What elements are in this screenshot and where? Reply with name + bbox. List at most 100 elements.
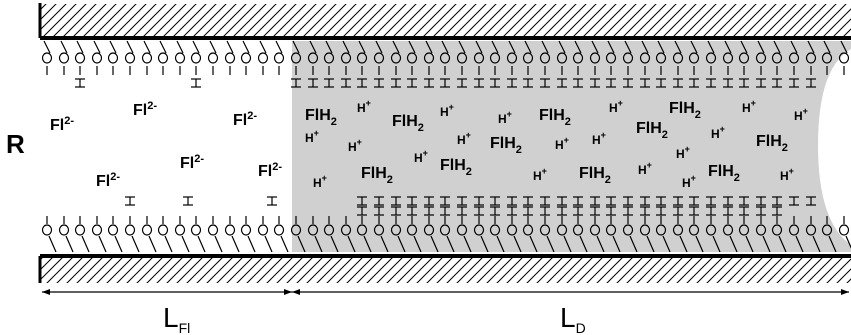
flh2-label: FlH2 — [636, 120, 668, 141]
bottom-proton-site — [656, 196, 666, 206]
bottom-proton-site — [407, 196, 417, 206]
hplus-label: H+ — [780, 166, 794, 183]
bottom-proton-site — [623, 196, 633, 206]
hplus-label: H+ — [313, 173, 327, 190]
top-proton-site — [723, 78, 733, 88]
bottom-proton-site — [673, 206, 683, 216]
hplus-label: H+ — [457, 130, 471, 147]
bottom-proton-site — [606, 206, 616, 216]
bottom-proton-site — [474, 206, 484, 216]
hplus-label: H+ — [414, 148, 428, 165]
bottom-surface-group — [124, 216, 140, 253]
top-proton-site — [573, 78, 583, 88]
top-surface-group — [805, 40, 817, 75]
hplus-label: H+ — [555, 135, 569, 152]
top-proton-site — [623, 78, 633, 88]
top-proton-site — [424, 78, 434, 88]
top-surface-group — [91, 40, 103, 75]
bottom-proton-site — [789, 196, 799, 206]
bottom-surface-group — [456, 216, 472, 253]
bottom-proton-site — [557, 206, 567, 216]
lfl-label: LFl — [163, 302, 190, 335]
bottom-surface-group — [489, 216, 505, 253]
top-surface-group — [688, 40, 700, 75]
top-proton-site — [391, 78, 401, 88]
top-proton-site — [341, 78, 351, 88]
bottom-surface-group — [141, 216, 157, 253]
top-proton-site — [590, 78, 600, 88]
top-surface-group — [157, 40, 169, 75]
top-surface-group — [705, 40, 717, 75]
hplus-label: H+ — [592, 130, 606, 147]
top-surface-group — [174, 40, 186, 75]
top-surface-group — [456, 40, 468, 75]
top-surface-group — [655, 40, 667, 75]
bottom-proton-site — [391, 196, 401, 206]
bottom-surface-group — [190, 216, 206, 253]
fl2-label: Fl2- — [233, 110, 257, 129]
top-proton-site — [806, 78, 816, 88]
top-surface-group — [605, 40, 617, 75]
bottom-surface-group — [439, 216, 455, 253]
bottom-proton-site — [689, 206, 699, 216]
bottom-proton-site — [440, 206, 450, 216]
bottom-surface-group — [323, 216, 339, 253]
hplus-label: H+ — [357, 98, 371, 115]
bottom-proton-site — [756, 196, 766, 206]
bottom-surface-group — [91, 216, 107, 253]
top-surface-group — [257, 40, 269, 75]
bottom-surface-group — [207, 216, 223, 253]
top-proton-site — [474, 78, 484, 88]
top-surface-group — [589, 40, 601, 75]
top-surface-group — [290, 40, 302, 75]
bottom-proton-site — [523, 196, 533, 206]
hplus-label: H+ — [638, 160, 652, 177]
hplus-label: H+ — [682, 173, 696, 190]
bottom-surface-group — [307, 216, 323, 253]
bottom-proton-site — [689, 196, 699, 206]
bottom-surface-group — [290, 216, 306, 253]
bottom-proton-site — [573, 206, 583, 216]
flh2-label: FlH2 — [392, 113, 424, 134]
top-surface-group — [506, 40, 518, 75]
flh2-label: FlH2 — [539, 107, 571, 128]
top-surface-group — [672, 40, 684, 75]
bottom-proton-site — [440, 196, 450, 206]
top-proton-site — [324, 78, 334, 88]
bottom-surface-group — [539, 216, 555, 253]
top-proton-site — [457, 78, 467, 88]
hplus-label: H+ — [305, 128, 319, 145]
bottom-surface-group — [655, 216, 671, 253]
bottom-surface-group — [373, 216, 389, 253]
bottom-proton-site — [407, 206, 417, 216]
flh2-label: FlH2 — [490, 135, 522, 156]
bottom-surface-group — [755, 216, 771, 253]
bottom-surface-group — [157, 216, 173, 253]
top-surface-group — [838, 40, 850, 75]
flh2-label: FlH2 — [579, 165, 611, 186]
top-proton-site — [789, 78, 799, 88]
top-surface-group — [273, 40, 285, 75]
flh2-label: FlH2 — [708, 163, 740, 184]
bottom-proton-site — [490, 206, 500, 216]
hplus-label: H+ — [609, 98, 623, 115]
bottom-proton-site — [557, 196, 567, 206]
top-surface-group — [207, 40, 219, 75]
bottom-surface-group — [107, 216, 123, 253]
top-proton-site — [640, 78, 650, 88]
hplus-label: H+ — [676, 144, 690, 161]
top-surface-group — [439, 40, 451, 75]
bottom-surface-group — [41, 216, 57, 253]
bottom-surface-group — [506, 216, 522, 253]
bottom-proton-site — [590, 206, 600, 216]
top-wall-hatch — [40, 3, 851, 37]
bottom-surface-group — [589, 216, 605, 253]
top-surface-group — [473, 40, 485, 75]
top-proton-site — [756, 78, 766, 88]
top-surface-group — [190, 40, 202, 75]
bottom-proton-site — [706, 206, 716, 216]
top-surface-group — [307, 40, 319, 75]
fl2-label: Fl2- — [133, 100, 157, 119]
